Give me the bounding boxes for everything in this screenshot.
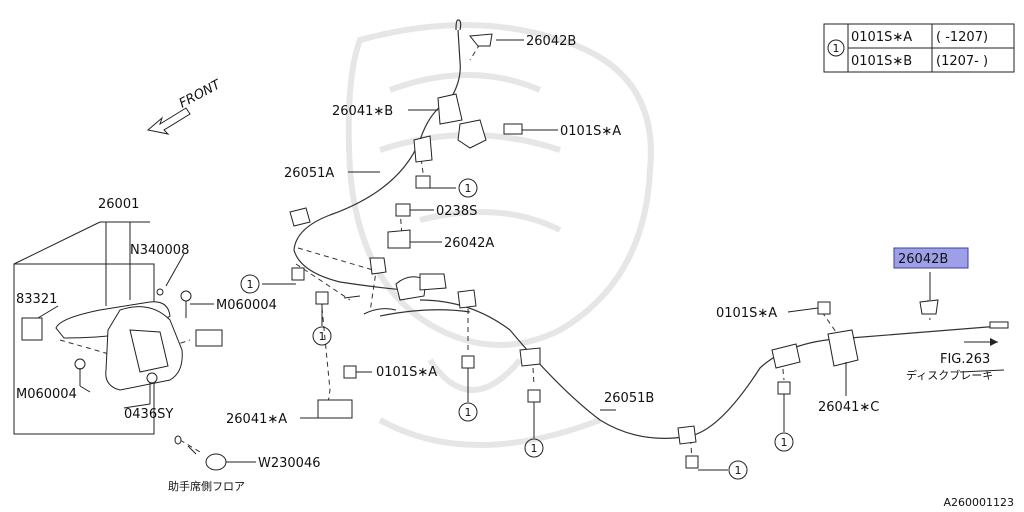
- callout-26041C: 26041∗C: [818, 400, 879, 415]
- callout-0436SY: 0436SY: [124, 407, 173, 422]
- callout-26042A: 26042A: [444, 236, 494, 251]
- circle-markers: 1 1 1 1 1 1 1: [240, 178, 794, 480]
- circle-marker: 1: [247, 278, 254, 291]
- circle-marker: 1: [465, 182, 472, 195]
- callout-0238S: 0238S: [436, 204, 477, 219]
- circle-marker: 1: [781, 436, 788, 449]
- callout-0101SA-mid: 0101S∗A: [376, 365, 437, 380]
- cable-brackets: [289, 33, 939, 445]
- diagram-id: A260001123: [943, 496, 1014, 509]
- legend-range-2: (1207- ): [936, 54, 988, 69]
- legend-range-1: ( -1207): [936, 30, 988, 45]
- fig263-arrow: [964, 338, 998, 346]
- front-arrow: FRONT: [146, 77, 224, 135]
- callout-N340008: N340008: [130, 243, 189, 258]
- circle-marker: 1: [465, 406, 472, 419]
- callout-floor: 助手席側フロア: [168, 479, 245, 493]
- callout-0101SA-right: 0101S∗A: [716, 306, 777, 321]
- callout-M060004-b: M060004: [16, 387, 77, 402]
- callout-disc-brake: ディスクブレーキ: [906, 368, 993, 382]
- callout-26041B: 26041∗B: [332, 104, 393, 119]
- callout-26051A: 26051A: [284, 166, 334, 181]
- cable-26051A: [293, 19, 462, 291]
- circle-marker: 1: [319, 330, 326, 343]
- callout-0101SA-top: 0101S∗A: [560, 124, 621, 139]
- circle-marker: 1: [531, 442, 538, 455]
- front-label: FRONT: [177, 77, 224, 112]
- legend-part-2: 0101S∗B: [851, 54, 912, 69]
- callout-26041A: 26041∗A: [226, 412, 287, 427]
- lever-assembly: [13, 221, 223, 435]
- cable-end-right: [989, 321, 1009, 329]
- circle-marker: 1: [735, 464, 742, 477]
- highlight-26042B: [893, 247, 969, 269]
- callout-26042B-top: 26042B: [526, 34, 576, 49]
- legend-table: 1 0101S∗A ( -1207) 0101S∗B (1207- ): [823, 23, 1015, 73]
- leader-lines: [37, 39, 1005, 471]
- callout-26051B: 26051B: [604, 391, 654, 406]
- callout-26001: 26001: [98, 197, 139, 212]
- callout-26042B-highlight[interactable]: 26042B: [898, 252, 948, 267]
- cable-26051B: [379, 299, 1001, 439]
- watermark-emblem: [345, 22, 654, 448]
- callout-83321: 83321: [16, 292, 57, 307]
- legend-circle-label: 1: [833, 42, 840, 55]
- callout-fig263: FIG.263: [940, 352, 990, 367]
- callout-labels: 26042B 26041∗B 0101S∗A 26051A 0238S 2604…: [16, 34, 1014, 509]
- legend-part-1: 0101S∗A: [851, 30, 912, 45]
- callout-M060004-a: M060004: [216, 298, 277, 313]
- callout-W230046: W230046: [258, 456, 320, 471]
